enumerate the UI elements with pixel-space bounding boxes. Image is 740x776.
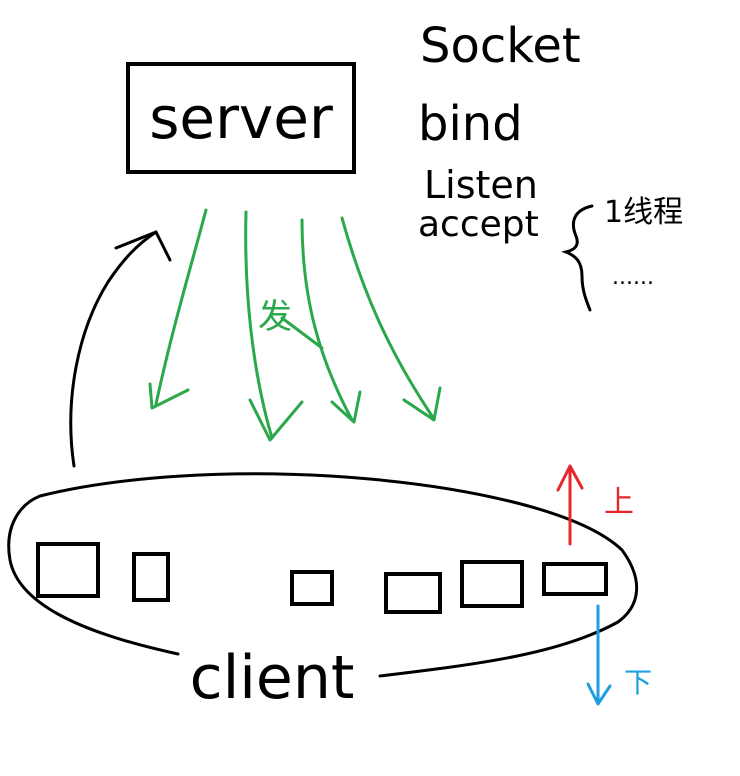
send-arrow-1	[154, 208, 208, 406]
thread-label: 1线程	[604, 195, 683, 230]
client-boxes	[36, 542, 608, 614]
client-label: client	[190, 643, 355, 713]
step-listen: Listen	[424, 163, 538, 207]
send-arrow-4	[340, 216, 434, 418]
send-arrow-3-head	[330, 390, 362, 424]
client-ellipse	[7, 472, 638, 678]
up-arrow	[556, 464, 584, 546]
client-box-2	[132, 552, 170, 602]
server-box	[126, 62, 356, 174]
thread-continuation: ......	[612, 265, 654, 290]
server-label: server	[149, 84, 333, 152]
send-arrow-1-head	[148, 382, 190, 410]
return-arrow-head	[114, 230, 172, 262]
step-bind: bind	[418, 96, 523, 152]
send-arrow-2	[244, 210, 274, 440]
down-label: 下	[624, 666, 652, 699]
send-arrow-4-head	[402, 386, 442, 422]
send-pointer-line	[280, 316, 324, 350]
client-box-4	[384, 572, 442, 614]
send-arrow-3	[300, 218, 354, 422]
client-box-1	[36, 542, 100, 598]
return-arrow	[69, 230, 158, 468]
send-arrows	[148, 208, 442, 442]
step-socket: Socket	[420, 18, 581, 74]
client-box-6	[542, 562, 608, 596]
step-accept: accept	[418, 204, 539, 245]
client-box-5	[460, 560, 524, 608]
send-arrow-2-head	[248, 398, 304, 442]
down-arrow	[586, 604, 612, 706]
thread-brace	[561, 204, 594, 312]
send-label: 发	[258, 297, 292, 337]
client-box-3	[290, 570, 334, 606]
up-label: 上	[604, 485, 634, 520]
